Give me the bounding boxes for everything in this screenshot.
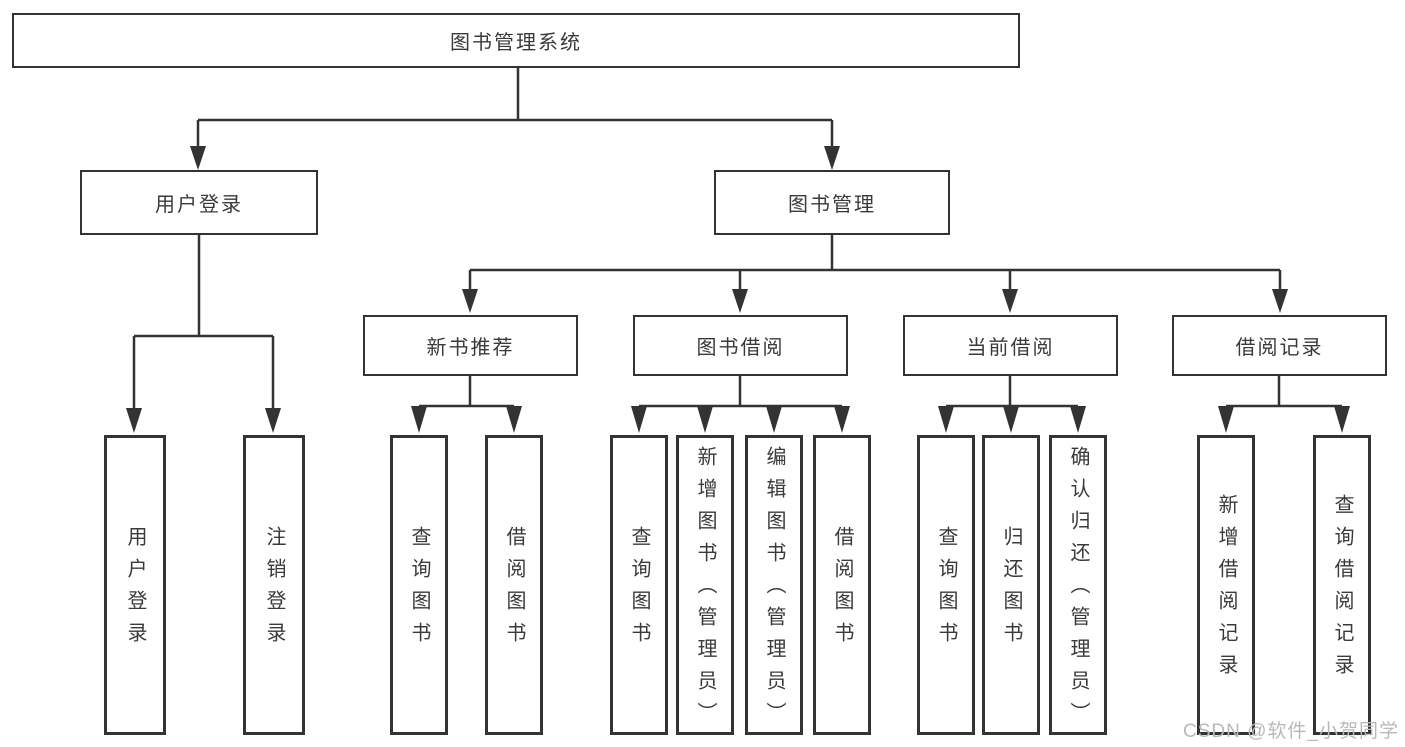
leaf-query-books-recommend: 查询图书 [390,435,448,735]
leaf-return-books: 归还图书 [982,435,1040,735]
leaf-query-borrow-record: 查询借阅记录 [1313,435,1371,735]
leaf-edit-books-admin: 编辑图书（管理员） [745,435,803,735]
leaf-borrow-books: 借阅图书 [813,435,871,735]
leaf-query-books-borrow: 查询图书 [610,435,668,735]
node-new-book-recommend: 新书推荐 [363,315,578,376]
node-book-management: 图书管理 [714,170,950,235]
leaf-add-borrow-record: 新增借阅记录 [1197,435,1255,735]
leaf-add-books-admin: 新增图书（管理员） [676,435,734,735]
leaf-query-books-current: 查询图书 [917,435,975,735]
leaf-user-login: 用户登录 [104,435,166,735]
leaf-borrow-books-recommend: 借阅图书 [485,435,543,735]
node-book-borrow: 图书借阅 [633,315,848,376]
leaf-logout: 注销登录 [243,435,305,735]
csdn-watermark: CSDN @软件_小贺同学 [1183,721,1399,742]
node-current-borrow: 当前借阅 [903,315,1118,376]
leaf-confirm-return-admin: 确认归还（管理员） [1049,435,1107,735]
node-borrow-records: 借阅记录 [1172,315,1387,376]
node-library-system: 图书管理系统 [12,13,1020,68]
node-user-login: 用户登录 [80,170,318,235]
